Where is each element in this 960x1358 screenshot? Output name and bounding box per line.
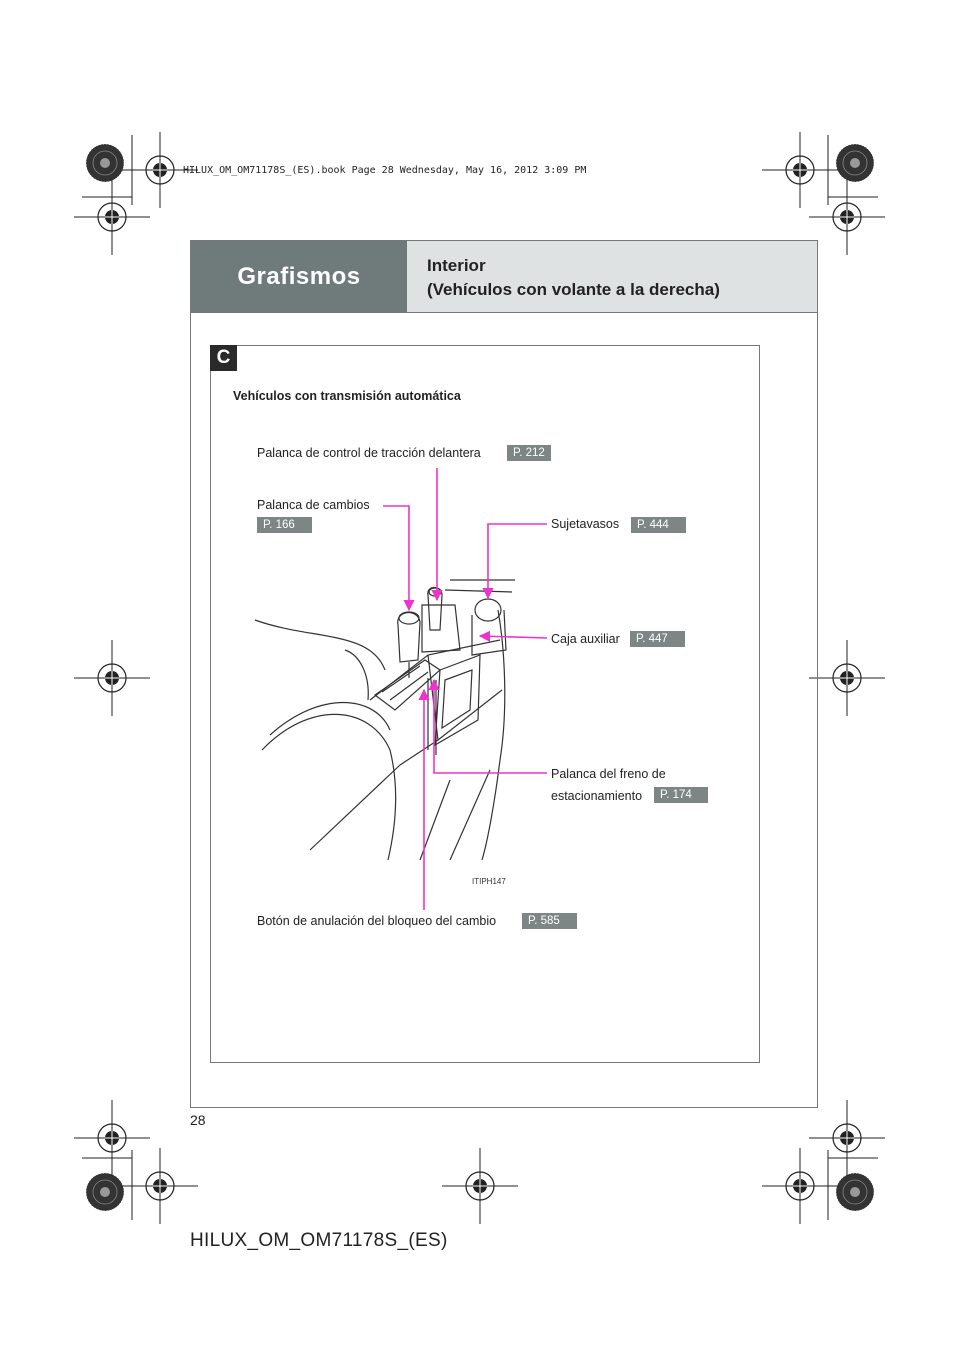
front-drive-lever-label: Palanca de control de tracción delantera <box>257 446 481 460</box>
illustration-code: ITIPH147 <box>472 877 506 886</box>
cup-holder-ref[interactable]: P. 444 <box>631 517 686 533</box>
section-title: Grafismos <box>191 241 407 312</box>
front-drive-lever-ref[interactable]: P. 212 <box>507 445 551 461</box>
panel-caption: Vehículos con transmisión automática <box>233 389 461 403</box>
aux-box-label: Caja auxiliar <box>551 632 620 646</box>
page-title-line2: (Vehículos con volante a la derecha) <box>427 280 720 299</box>
parking-brake-ref[interactable]: P. 174 <box>654 787 708 803</box>
page-title: Interior (Vehículos con volante a la der… <box>427 254 720 302</box>
shift-lever-ref[interactable]: P. 166 <box>257 517 312 533</box>
illustration-panel <box>210 345 760 1063</box>
header-divider <box>191 312 817 313</box>
shift-lever-label: Palanca de cambios <box>257 498 370 512</box>
panel-tab: C <box>210 345 237 371</box>
parking-brake-label-line1: Palanca del freno de <box>551 767 666 781</box>
page-title-line1: Interior <box>427 256 486 275</box>
print-header: HILUX_OM_OM71178S_(ES).book Page 28 Wedn… <box>183 165 587 176</box>
header-band <box>407 241 817 312</box>
shift-lock-label: Botón de anulación del bloqueo del cambi… <box>257 914 497 928</box>
document-footer: HILUX_OM_OM71178S_(ES) <box>190 1230 448 1251</box>
cup-holder-label: Sujetavasos <box>551 517 620 531</box>
page-frame <box>190 240 818 1108</box>
parking-brake-label-line2: estacionamiento <box>551 789 643 803</box>
shift-lock-ref[interactable]: P. 585 <box>522 913 577 929</box>
page-number: 28 <box>190 1112 206 1128</box>
aux-box-ref[interactable]: P. 447 <box>630 631 685 647</box>
